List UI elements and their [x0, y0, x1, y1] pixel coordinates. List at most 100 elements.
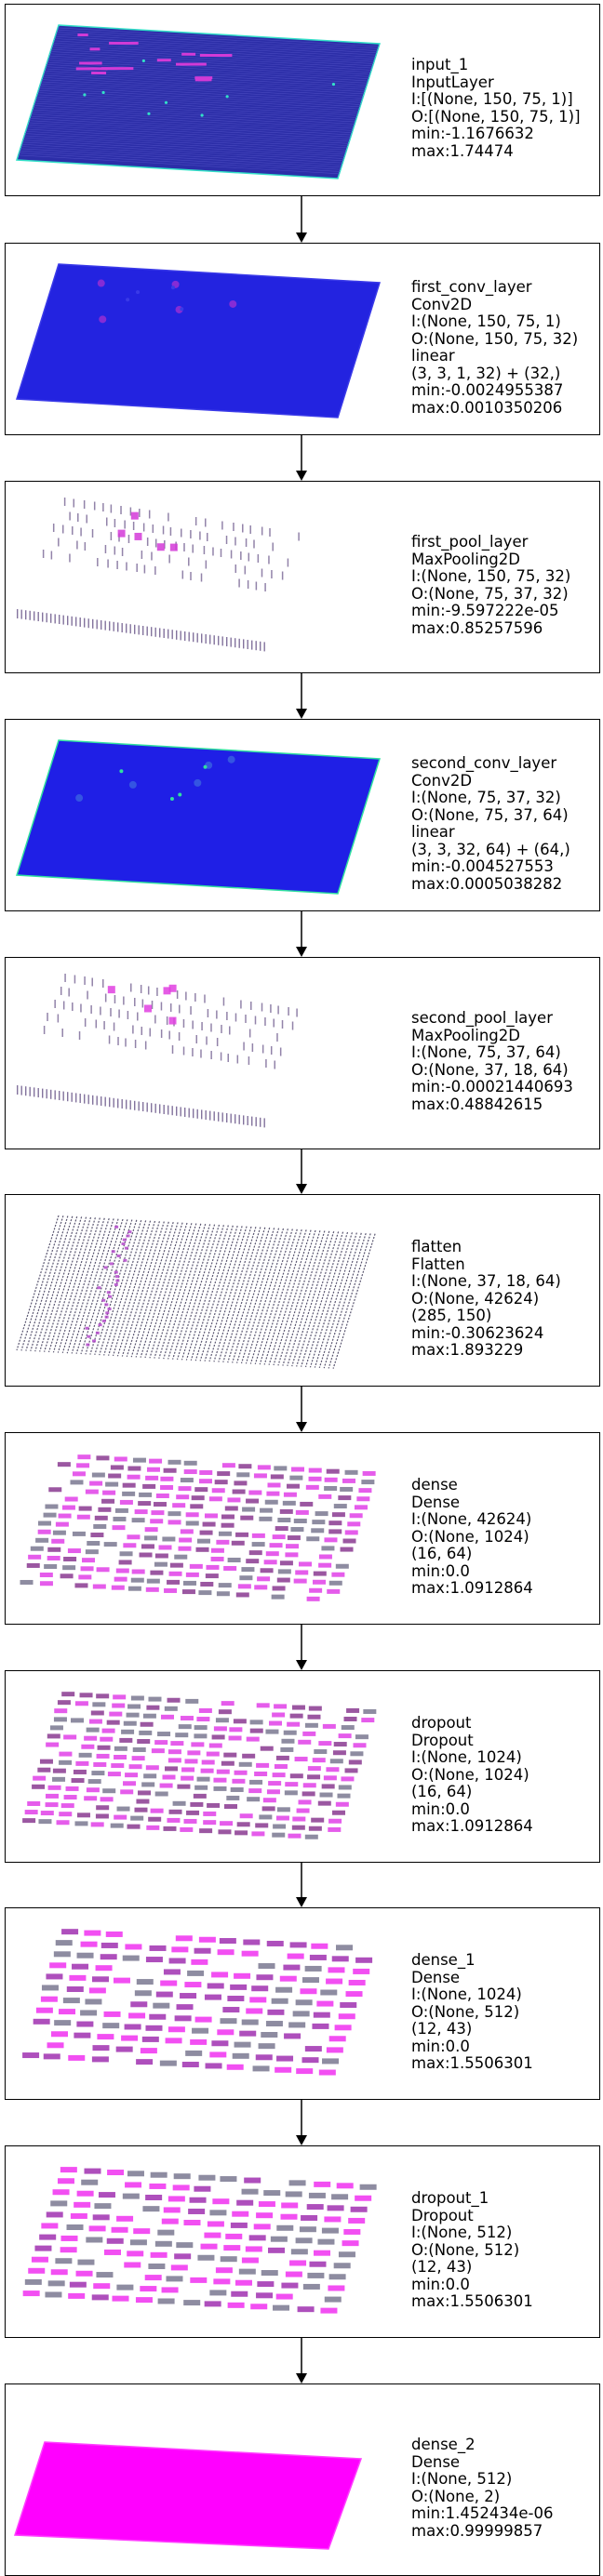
activation-mark	[256, 2292, 274, 2299]
activation-mark	[130, 1695, 144, 1701]
grid-line	[19, 153, 341, 172]
activation-mark	[46, 2211, 63, 2218]
grid-line	[18, 154, 340, 175]
activation-mark	[190, 2038, 208, 2045]
grid-line	[53, 42, 375, 62]
grid-line	[149, 1223, 193, 1359]
activation-mark	[335, 1563, 349, 1569]
activation-mark	[128, 2012, 146, 2019]
activation-mark	[324, 2216, 342, 2223]
activation-mark	[100, 1736, 114, 1742]
activation-mark	[122, 2193, 140, 2199]
activation-mark	[109, 1097, 111, 1108]
activation-mark	[47, 1013, 48, 1021]
activation-mark	[54, 1708, 68, 1714]
activation-mark	[279, 1560, 293, 1566]
activation-mark	[317, 2238, 335, 2245]
activation-mark	[151, 551, 153, 561]
activation-mark	[175, 1935, 193, 1942]
grid-line	[37, 92, 359, 112]
activation-mark	[326, 1468, 340, 1474]
activation-mark	[141, 2036, 159, 2042]
activation-mark	[241, 1567, 255, 1573]
activation-mark	[68, 2054, 86, 2061]
activation-mark	[25, 1086, 27, 1096]
activation-mark	[114, 1456, 127, 1462]
activation-mark	[209, 1110, 211, 1121]
activation-mark	[181, 1767, 195, 1773]
activation-mark	[70, 2212, 87, 2219]
activation-mark	[177, 1784, 191, 1789]
layer-name: input_1	[411, 56, 469, 73]
activation-mark	[199, 531, 201, 540]
activation-mark	[261, 1806, 275, 1812]
activation-mark	[130, 1815, 144, 1821]
layer-detail: min:0.0	[411, 2037, 470, 2055]
activation-mark	[286, 1483, 300, 1489]
activation-mark	[45, 1504, 59, 1509]
activation-mark	[178, 1724, 192, 1730]
activation-mark	[154, 1103, 156, 1113]
activation-mark	[127, 1230, 132, 1234]
activation-mark	[335, 1801, 349, 1807]
activation-mark	[87, 618, 89, 629]
activation-mark	[75, 2270, 93, 2277]
activation-mark	[241, 1950, 259, 1957]
grid-line	[249, 1228, 293, 1364]
activation-mark	[163, 629, 165, 638]
activation-mark	[124, 2024, 141, 2030]
grid-line	[30, 1215, 74, 1352]
layer-name: dropout_1	[411, 2189, 489, 2207]
activation-mark	[154, 1015, 156, 1024]
activation-mark	[41, 1985, 59, 1991]
grid-line	[25, 1215, 69, 1351]
activation-mark	[39, 1581, 53, 1587]
activation-mark	[355, 1734, 368, 1740]
activation-mark	[60, 2247, 77, 2253]
activation-mark	[193, 1109, 194, 1119]
activation-mark	[266, 1789, 280, 1795]
grid-line	[168, 1224, 211, 1360]
activation-mark	[264, 1017, 266, 1026]
activation-mark	[164, 540, 166, 549]
activation-mark	[151, 1748, 165, 1754]
activation-mark	[112, 1703, 126, 1708]
activation-mark	[111, 1585, 125, 1590]
activation-mark	[221, 1522, 234, 1528]
activation-mark	[165, 1766, 179, 1772]
activation-mark	[77, 2259, 95, 2265]
activation-mark	[286, 1544, 300, 1549]
activation-mark	[139, 1492, 153, 1497]
activation-mark	[53, 1951, 71, 1958]
activation-mark	[119, 1499, 133, 1505]
activation-mark	[185, 1698, 199, 1704]
activation-mark	[254, 1016, 257, 1025]
activation-mark	[257, 554, 260, 563]
grid-line	[66, 1217, 110, 1354]
grid-line	[140, 1222, 183, 1358]
activation-mark	[324, 1537, 338, 1543]
activation-mark	[171, 1946, 189, 1953]
activation-mark	[76, 1952, 94, 1959]
activation-mark	[148, 510, 151, 519]
activation-mark	[134, 624, 136, 634]
layer-name: second_conv_layer	[411, 754, 557, 772]
activation-mark	[311, 1528, 325, 1534]
activation-mark	[208, 1496, 222, 1502]
activation-mark	[67, 1548, 81, 1554]
activation-mark	[100, 1096, 102, 1106]
activation-mark	[349, 1513, 363, 1519]
activation-mark	[239, 2030, 257, 2037]
layer-visualization	[16, 1215, 376, 1369]
activation-mark	[253, 2224, 271, 2230]
activation-mark	[86, 1727, 100, 1733]
activation-mark	[251, 1542, 265, 1547]
activation-mark	[160, 1029, 163, 1038]
activation-mark	[178, 1546, 192, 1551]
activation-mark	[218, 1111, 220, 1122]
activation-mark	[338, 1733, 352, 1739]
activation-mark	[183, 1460, 197, 1466]
activation-mark	[230, 2222, 248, 2228]
grid-line	[26, 128, 348, 149]
